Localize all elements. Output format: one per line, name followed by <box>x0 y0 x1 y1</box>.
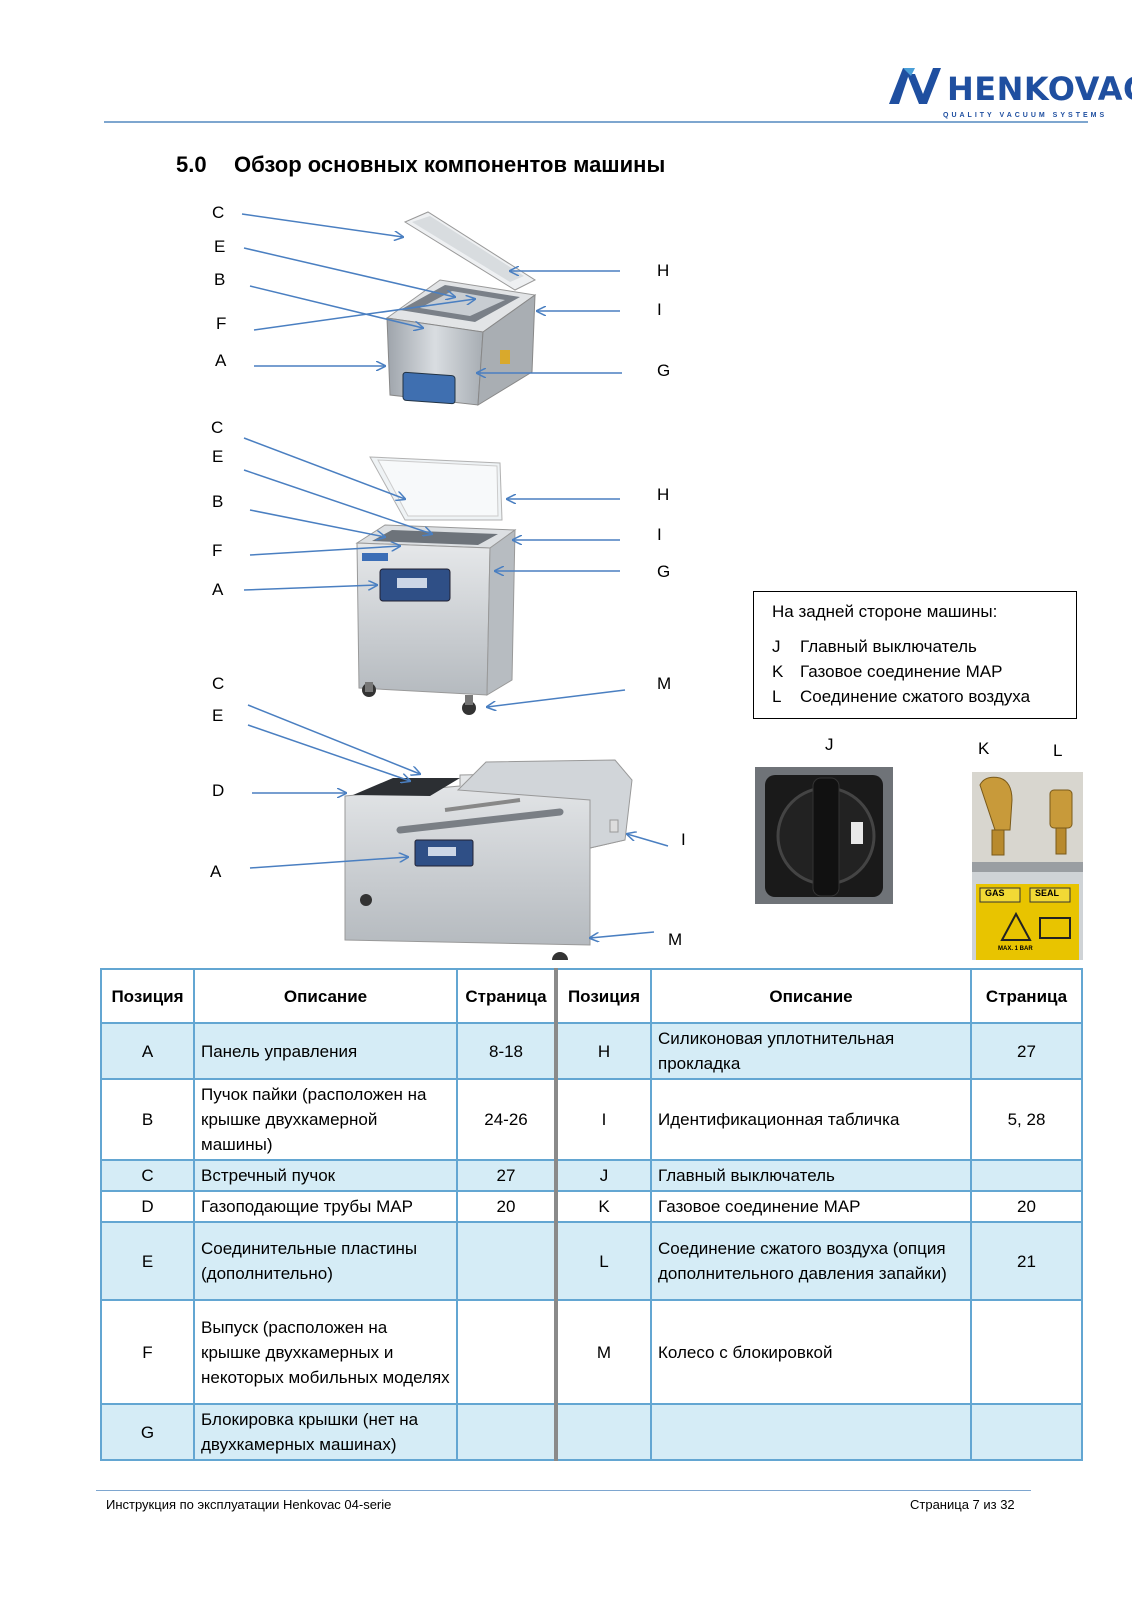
footer-divider <box>96 1490 1031 1491</box>
table-row: E Соединительные пластины (дополнительно… <box>100 1221 1083 1301</box>
henkovac-logo: HENKOVAC QUALITY VACUUM SYSTEMS <box>885 64 1132 124</box>
table-row: A Панель управления 8-18 H Силиконовая у… <box>100 1022 1083 1080</box>
label-c-1: C <box>212 203 225 222</box>
floor-standing-machine <box>355 456 517 715</box>
header-position: Позиция <box>554 968 652 1024</box>
label-e-3: E <box>212 706 224 725</box>
label-l: L <box>1053 741 1063 760</box>
label-f-1: F <box>216 314 227 333</box>
label-g-2: G <box>657 562 671 581</box>
header-page: Страница <box>970 968 1083 1024</box>
max-pressure-label: MAX. 1 BAR <box>998 946 1033 952</box>
label-e-2: E <box>212 447 224 466</box>
header-page: Страница <box>456 968 557 1024</box>
logo-text: HENKOVAC <box>947 70 1132 108</box>
table-row: D Газоподающие трубы MAP 20 K Газовое со… <box>100 1190 1083 1223</box>
footer-manual-title: Инструкция по эксплуатации Henkovac 04-s… <box>106 1497 392 1512</box>
components-table: Позиция Описание Страница Позиция Описан… <box>100 968 1083 1461</box>
gas-label: GAS <box>985 888 1005 898</box>
label-k: K <box>978 739 990 758</box>
label-g-1: G <box>657 361 671 380</box>
footer-page-number: Страница 7 из 32 <box>910 1497 1015 1512</box>
label-i-1: I <box>657 300 662 319</box>
section-number: 5.0 <box>176 152 207 177</box>
connectors-photo <box>972 772 1083 960</box>
label-h-2: H <box>657 485 670 504</box>
label-e-1: E <box>214 237 226 256</box>
label-h-1: H <box>657 261 670 280</box>
table-row: F Выпуск (расположен на крышке двухкамер… <box>100 1299 1083 1405</box>
tabletop-machine <box>385 211 537 406</box>
table-row: B Пучок пайки (расположен на крышке двух… <box>100 1078 1083 1161</box>
header-position: Позиция <box>100 968 195 1024</box>
logo-mark-icon <box>889 68 941 104</box>
table-row: G Блокировка крышки (нет на двухкамерных… <box>100 1403 1083 1461</box>
label-c-3: C <box>212 674 225 693</box>
label-a-1: A <box>215 351 227 370</box>
label-i-2: I <box>657 525 662 544</box>
header-divider <box>104 121 1088 123</box>
label-b-1: B <box>214 270 226 289</box>
label-a-3: A <box>210 862 222 881</box>
section-title: 5.0 Обзор основных компонентов машины <box>176 152 665 178</box>
label-a-2: A <box>212 580 224 599</box>
label-c-2: C <box>211 418 224 437</box>
label-m-2: M <box>668 930 683 949</box>
header-description: Описание <box>193 968 458 1024</box>
seal-label: SEAL <box>1035 888 1060 898</box>
logo-tagline: QUALITY VACUUM SYSTEMS <box>943 112 1108 119</box>
label-d-3: D <box>212 781 225 800</box>
machine-illustrations <box>241 211 1083 960</box>
main-switch-photo <box>755 767 893 904</box>
header-description: Описание <box>650 968 972 1024</box>
label-m-1: M <box>657 674 672 693</box>
callout-arrows <box>241 213 669 938</box>
double-chamber-machine <box>344 759 633 960</box>
section-heading: Обзор основных компонентов машины <box>234 152 666 177</box>
label-i-3: I <box>681 830 686 849</box>
label-j: J <box>825 735 834 754</box>
rear-info-heading: На задней стороне машины: <box>772 602 998 621</box>
label-f-2: F <box>212 541 223 560</box>
table-header-row: Позиция Описание Страница Позиция Описан… <box>100 968 1083 1024</box>
label-b-2: B <box>212 492 224 511</box>
table-row: C Встречный пучок 27 J Главный выключате… <box>100 1159 1083 1192</box>
